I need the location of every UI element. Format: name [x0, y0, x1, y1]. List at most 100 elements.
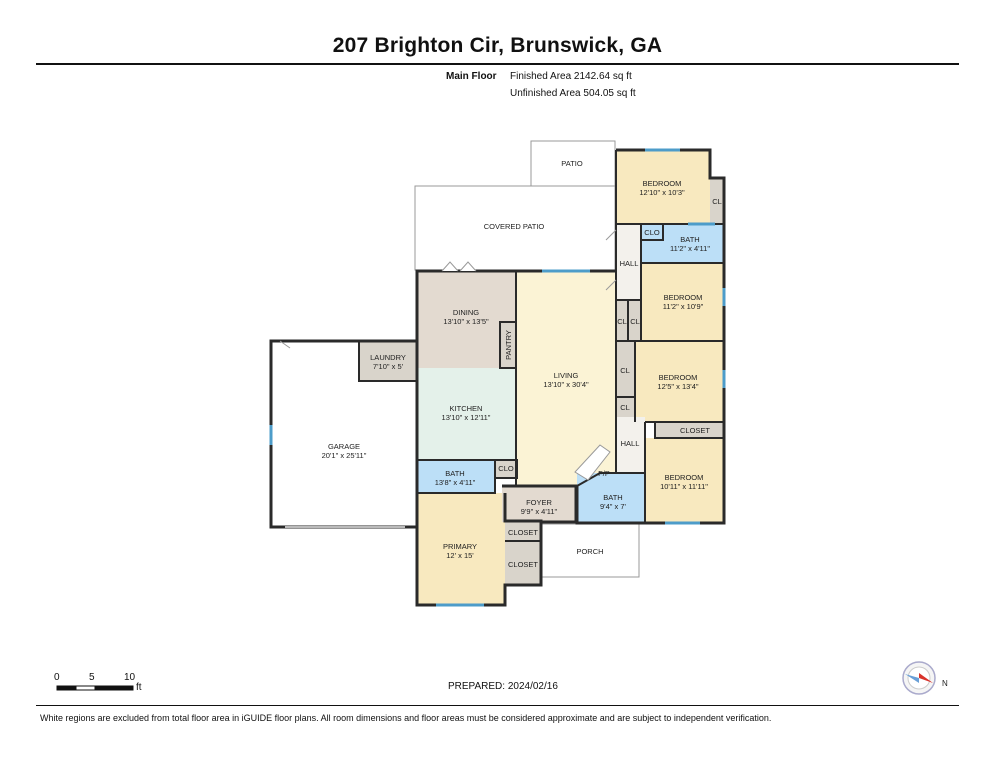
door-swing — [279, 340, 291, 349]
room-name: CLO — [644, 228, 660, 237]
scale-segment-1 — [56, 685, 77, 691]
room-name: CL — [617, 317, 627, 326]
hall-2-fill — [615, 417, 645, 473]
compass-label: N — [942, 679, 948, 688]
primary-fill — [417, 493, 505, 605]
room-dims: 12'5" x 13'4" — [657, 382, 698, 391]
hall-1-fill — [615, 224, 641, 300]
finished-area: Finished Area 2142.64 sq ft — [510, 71, 632, 82]
bedroom-1-fill — [615, 150, 710, 224]
room-name: CLO — [498, 464, 514, 473]
bedroom-3-fill — [635, 341, 724, 422]
covered-patio-area — [414, 185, 616, 271]
door-swing — [574, 444, 611, 481]
compass-needle-back — [905, 674, 919, 683]
room-name: BEDROOM — [643, 179, 682, 188]
scale-unit: ft — [136, 682, 142, 693]
cl-3-fill — [628, 300, 641, 341]
room-fills — [271, 150, 724, 605]
room-name: PATIO — [561, 159, 583, 168]
room-name: LAUNDRY — [370, 353, 406, 362]
closet-1-walls — [654, 421, 725, 439]
bath-3-walls — [576, 472, 645, 487]
room-dims: 11'2" x 4'11" — [670, 244, 710, 253]
room-dims: 11'2" x 10'9" — [663, 302, 704, 311]
clo-2-walls — [494, 459, 518, 479]
room-name: BATH — [680, 235, 699, 244]
compass-needle — [919, 673, 933, 683]
room-name: PANTRY — [504, 330, 513, 360]
room-name: F/P — [598, 469, 610, 478]
bedroom-4-fill — [645, 438, 724, 523]
room-name: GARAGE — [328, 442, 360, 451]
closet-1-fill — [655, 422, 724, 438]
prepared-date: PREPARED: 2024/02/16 — [448, 681, 558, 692]
bedroom-2-fill — [641, 263, 724, 341]
cl-5-fill — [615, 397, 635, 417]
scale-label-0: 0 — [54, 672, 60, 683]
header-divider — [36, 63, 959, 65]
door-swing — [459, 261, 477, 272]
room-dims: 13'8" x 4'11" — [435, 478, 476, 487]
room-name: CLOSET — [680, 426, 710, 435]
room-dims: 13'10" x 12'11" — [442, 413, 491, 422]
room-name: BEDROOM — [665, 473, 704, 482]
clo-2-fill — [495, 460, 517, 478]
laundry-fill — [359, 341, 417, 381]
clo-1-walls — [640, 223, 664, 241]
door-swings — [279, 229, 617, 481]
room-name: BEDROOM — [659, 373, 698, 382]
scale-segment-2 — [75, 685, 96, 691]
room-name: FOYER — [526, 498, 552, 507]
closet-2-fill — [505, 521, 541, 541]
bath-1-walls — [640, 223, 725, 264]
bedroom-wing-outer — [575, 148, 726, 525]
foyer-fill — [502, 486, 576, 522]
scale-label-10: 10 — [124, 672, 136, 683]
porch-area — [539, 523, 640, 578]
bath-2-fill — [417, 460, 495, 493]
unfinished-area: Unfinished Area 504.05 sq ft — [510, 88, 636, 99]
scale-label-5: 5 — [89, 672, 95, 683]
room-dims: 12'10" x 10'3" — [639, 188, 685, 197]
room-dims: 10'11" x 11'11" — [660, 482, 708, 491]
room-name: PORCH — [576, 547, 603, 556]
room-dims: 12' x 15' — [446, 551, 474, 560]
cl-1-fill — [710, 178, 724, 224]
room-dims: 7'10" x 5' — [373, 362, 404, 371]
room-name: CL — [620, 366, 630, 375]
pantry-fill — [500, 322, 516, 368]
room-name: BATH — [603, 493, 622, 502]
cl-2-fill — [615, 300, 628, 341]
room-dims: 13'10" x 30'4" — [543, 380, 589, 389]
room-dims: 13'10" x 13'5" — [443, 317, 489, 326]
room-dims: 9'4" x 7' — [600, 502, 627, 511]
patio-area — [530, 140, 616, 187]
room-name: CLOSET — [508, 560, 538, 569]
door-swing — [441, 261, 459, 272]
room-name: CLOSET — [508, 528, 538, 537]
laundry-walls — [358, 340, 418, 382]
scale-bar — [56, 685, 134, 691]
room-name: BATH — [445, 469, 464, 478]
windows — [269, 148, 726, 607]
room-name: CL — [712, 197, 722, 206]
room-name: PRIMARY — [443, 542, 477, 551]
door-swing — [605, 229, 617, 241]
bath-3-fill — [577, 473, 645, 523]
kitchen-fill — [417, 368, 516, 460]
page-title: 207 Brighton Cir, Brunswick, GA — [332, 34, 663, 57]
room-labels: PATIO COVERED PATIO BEDROOM 12'10" x 10'… — [322, 159, 722, 569]
primary-walls — [415, 493, 543, 607]
room-name: DINING — [453, 308, 479, 317]
room-dims: 20'1" x 25'11" — [322, 451, 367, 460]
pantry-walls — [499, 321, 517, 369]
outdoor-areas — [414, 140, 640, 578]
room-name: KITCHEN — [450, 404, 483, 413]
compass-icon: N — [902, 661, 948, 695]
cl-4-fill — [615, 341, 635, 397]
room-dims: 9'9" x 4'11" — [521, 507, 558, 516]
closet-3-fill — [505, 541, 541, 585]
footer-disclaimer: White regions are excluded from total fl… — [40, 713, 772, 723]
